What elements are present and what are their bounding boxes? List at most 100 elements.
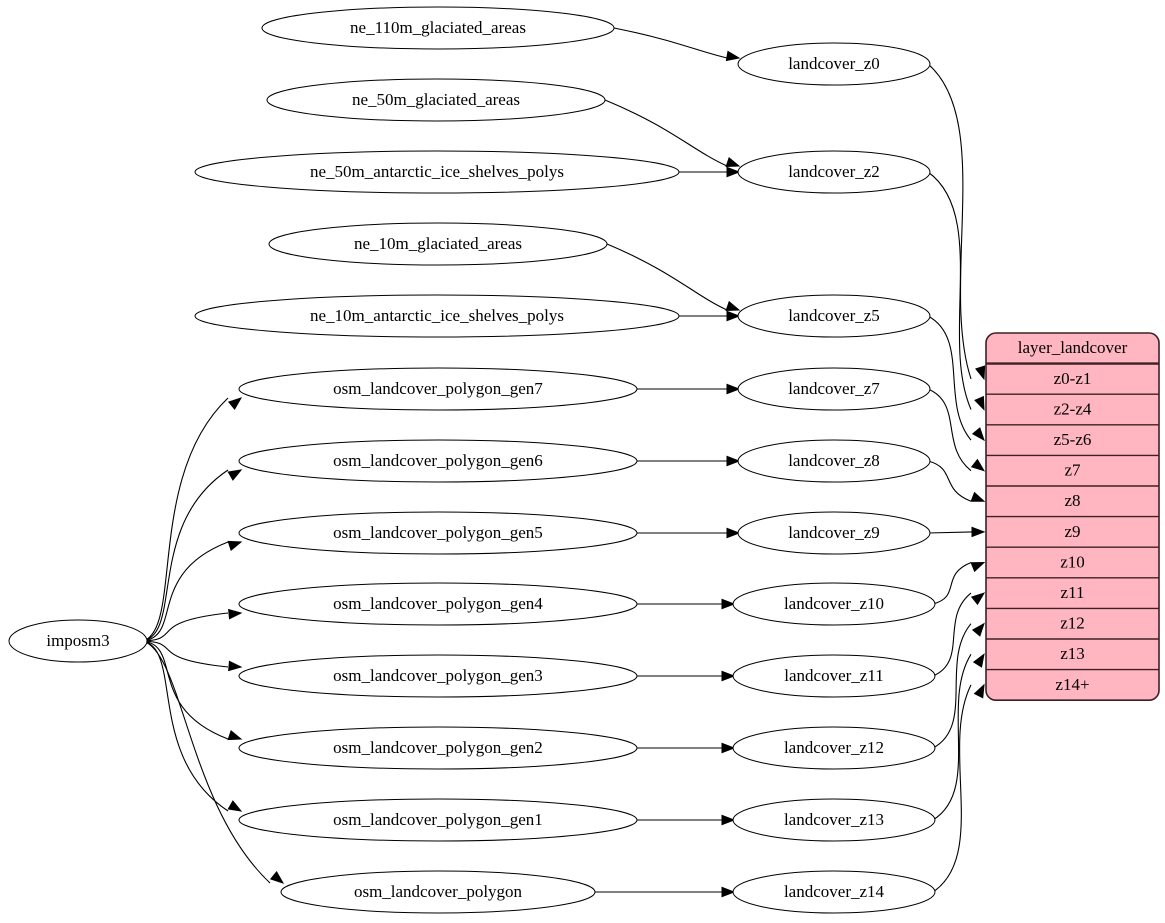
node-landcover_z8[interactable]: landcover_z8 [737, 439, 931, 483]
edge-ne_10m_glaciated_areas-to-landcover_z5 [606, 243, 728, 311]
edge-landcover_z2-to-row-z2-z4 [927, 171, 972, 410]
node-landcover_z7[interactable]: landcover_z7 [737, 367, 931, 411]
arrow-head [228, 660, 243, 672]
node-shape-osm_landcover_polygon_gen1 [238, 798, 638, 842]
node-label-osm_landcover_polygon_gen6: osm_landcover_polygon_gen6 [333, 451, 543, 470]
table-row-z8[interactable]: z8 [1064, 491, 1080, 510]
table-row-z5-z6[interactable]: z5-z6 [1054, 430, 1092, 449]
table-layer: layer_landcover z0-z1 z2-z4 z5-z6 z7 z8 z9 z10 z… [985, 332, 1160, 701]
node-shape-landcover_z8 [737, 439, 931, 483]
node-osm_landcover_polygon_gen4[interactable]: osm_landcover_polygon_gen4 [238, 582, 638, 626]
table-row-z14-[interactable]: z14+ [1055, 675, 1089, 694]
node-osm_landcover_polygon_gen7[interactable]: osm_landcover_polygon_gen7 [238, 367, 638, 411]
node-osm_landcover_polygon[interactable]: osm_landcover_polygon [280, 870, 596, 914]
node-shape-osm_landcover_polygon_gen3 [238, 654, 638, 698]
node-label-osm_landcover_polygon_gen7: osm_landcover_polygon_gen7 [333, 379, 543, 398]
node-ne_50m_antarctic_ice_shelves_polys[interactable]: ne_50m_antarctic_ice_shelves_polys [194, 150, 680, 194]
node-shape-landcover_z9 [737, 511, 931, 555]
node-landcover_z0[interactable]: landcover_z0 [737, 42, 931, 86]
node-shape-landcover_z13 [732, 798, 936, 842]
node-landcover_z10[interactable]: landcover_z10 [732, 582, 936, 626]
node-osm_landcover_polygon_gen1[interactable]: osm_landcover_polygon_gen1 [238, 798, 638, 842]
arrow-head [971, 526, 986, 538]
node-label-osm_landcover_polygon_gen1: osm_landcover_polygon_gen1 [333, 810, 543, 829]
arrow-head [970, 561, 986, 573]
node-osm_landcover_polygon_gen6[interactable]: osm_landcover_polygon_gen6 [238, 439, 638, 483]
edge-ne_110m_glaciated_areas-to-landcover_z0 [613, 27, 728, 59]
node-shape-landcover_z11 [732, 654, 936, 698]
node-imposm3[interactable]: imposm3 [8, 619, 148, 663]
node-shape-osm_landcover_polygon_gen4 [238, 582, 638, 626]
node-label-landcover_z14: landcover_z14 [784, 882, 885, 901]
table-header-label: layer_landcover [1018, 338, 1128, 357]
edge-landcover_z12-to-row-z12 [932, 623, 972, 749]
node-ne_110m_glaciated_areas[interactable]: ne_110m_glaciated_areas [261, 6, 615, 50]
node-shape-landcover_z0 [737, 42, 931, 86]
table-row-z2-z4[interactable]: z2-z4 [1054, 399, 1092, 418]
arrow-head [974, 395, 985, 411]
edge-imposm3-to-osm_landcover_polygon_gen7 [142, 397, 229, 642]
edge-landcover_z7-to-row-z7 [927, 388, 972, 472]
node-shape-landcover_z10 [732, 582, 936, 626]
node-shape-landcover_z12 [732, 726, 936, 770]
arrow-head [970, 491, 986, 502]
node-shape-landcover_z7 [737, 367, 931, 411]
node-label-osm_landcover_polygon_gen2: osm_landcover_polygon_gen2 [333, 738, 543, 757]
node-shape-osm_landcover_polygon_gen2 [238, 726, 638, 770]
arrow-head [726, 455, 741, 467]
node-landcover_z2[interactable]: landcover_z2 [737, 150, 931, 194]
arrow-head [269, 870, 285, 884]
node-shape-imposm3 [8, 619, 148, 663]
edge-landcover_z13-to-row-z13 [932, 654, 972, 821]
node-landcover_z11[interactable]: landcover_z11 [732, 654, 936, 698]
node-label-osm_landcover_polygon_gen5: osm_landcover_polygon_gen5 [333, 523, 543, 542]
node-osm_landcover_polygon_gen3[interactable]: osm_landcover_polygon_gen3 [238, 654, 638, 698]
arrow-head [227, 730, 243, 741]
node-shape-landcover_z2 [737, 150, 931, 194]
table-row-z9[interactable]: z9 [1064, 522, 1080, 541]
arrow-head [725, 156, 741, 168]
node-ne_10m_antarctic_ice_shelves_polys[interactable]: ne_10m_antarctic_ice_shelves_polys [194, 294, 680, 338]
node-label-imposm3: imposm3 [46, 631, 109, 650]
edge-landcover_z14-to-row-z14+ [932, 684, 972, 893]
node-label-ne_50m_antarctic_ice_shelves_polys: ne_50m_antarctic_ice_shelves_polys [310, 162, 564, 181]
arrow-head [227, 469, 243, 481]
node-landcover_z14[interactable]: landcover_z14 [732, 870, 936, 914]
node-label-landcover_z9: landcover_z9 [788, 523, 880, 542]
node-label-landcover_z7: landcover_z7 [788, 379, 880, 398]
node-landcover_z5[interactable]: landcover_z5 [737, 294, 931, 338]
edge-landcover_z8-to-row-z8 [927, 460, 972, 502]
node-landcover_z9[interactable]: landcover_z9 [737, 511, 931, 555]
arrow-head [726, 166, 741, 178]
arrow-head [975, 365, 986, 381]
node-label-osm_landcover_polygon_gen4: osm_landcover_polygon_gen4 [333, 594, 543, 613]
node-osm_landcover_polygon_gen5[interactable]: osm_landcover_polygon_gen5 [238, 511, 638, 555]
nodes-layer: ne_110m_glaciated_areas ne_50m_glaciated_… [8, 6, 936, 914]
arrow-head [721, 886, 736, 898]
edge-landcover_z5-to-row-z5-z6 [927, 315, 972, 441]
node-label-ne_50m_glaciated_areas: ne_50m_glaciated_areas [352, 90, 520, 109]
table-row-z12[interactable]: z12 [1060, 614, 1085, 633]
arrow-head [227, 540, 243, 552]
edge-imposm3-to-osm_landcover_polygon_gen5 [142, 541, 229, 642]
node-label-landcover_z8: landcover_z8 [788, 451, 880, 470]
node-label-landcover_z12: landcover_z12 [784, 738, 884, 757]
table-row-z7[interactable]: z7 [1064, 461, 1081, 480]
node-label-ne_10m_antarctic_ice_shelves_polys: ne_10m_antarctic_ice_shelves_polys [310, 306, 564, 325]
node-shape-landcover_z14 [732, 870, 936, 914]
table-row-z11[interactable]: z11 [1061, 583, 1085, 602]
arrow-head [971, 622, 985, 637]
arrow-head [725, 300, 741, 311]
node-landcover_z12[interactable]: landcover_z12 [732, 726, 936, 770]
node-landcover_z13[interactable]: landcover_z13 [732, 798, 936, 842]
table-row-z10[interactable]: z10 [1060, 552, 1085, 571]
node-shape-landcover_z5 [737, 294, 931, 338]
node-shape-ne_50m_glaciated_areas [266, 78, 606, 122]
table-row-z0-z1[interactable]: z0-z1 [1054, 369, 1092, 388]
node-label-osm_landcover_polygon_gen3: osm_landcover_polygon_gen3 [333, 666, 543, 685]
node-ne_50m_glaciated_areas[interactable]: ne_50m_glaciated_areas [266, 78, 606, 122]
table-row-z13[interactable]: z13 [1060, 644, 1085, 663]
node-osm_landcover_polygon_gen2[interactable]: osm_landcover_polygon_gen2 [238, 726, 638, 770]
node-ne_10m_glaciated_areas[interactable]: ne_10m_glaciated_areas [268, 222, 608, 266]
node-label-landcover_z10: landcover_z10 [784, 594, 884, 613]
